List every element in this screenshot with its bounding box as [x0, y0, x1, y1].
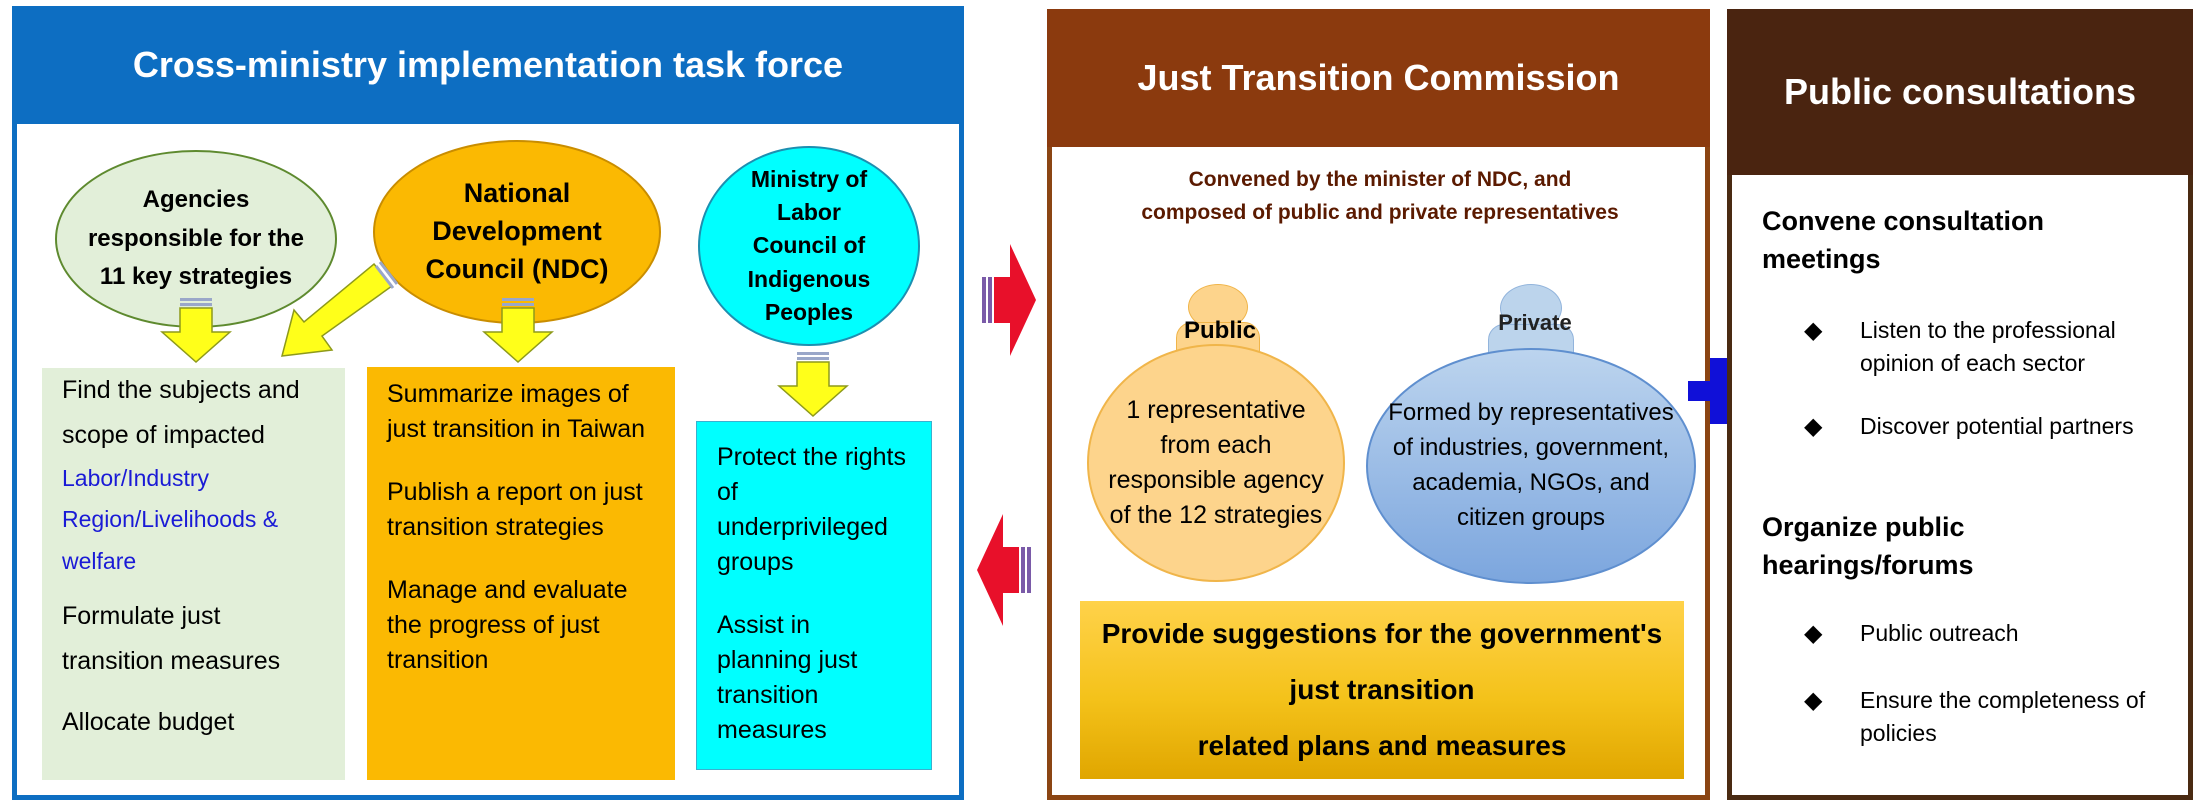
- diamond-bullet-icon: ◆: [1804, 620, 1823, 647]
- ndc-oval: National Development Council (NDC): [373, 140, 661, 324]
- suggest-line-1: Provide suggestions for the government's: [1101, 618, 1663, 649]
- mid-item-1: Summarize images of just transition in T…: [387, 380, 646, 443]
- right-item-1: Protect the rights of underprivileged gr…: [717, 443, 906, 576]
- mol-line-4: Indigenous: [747, 265, 871, 292]
- ndc-line-1: National: [463, 178, 571, 209]
- left-item-3: Allocate budget: [62, 708, 235, 737]
- mol-line-5: Peoples: [764, 299, 854, 326]
- mol-line-1: Ministry of: [750, 165, 868, 192]
- down-arrow-agencies: [160, 298, 232, 364]
- task-force-title: Cross-ministry implementation task force: [12, 6, 964, 124]
- private-label: Private: [1498, 310, 1572, 335]
- commission-subtitle-line-2: composed of public and private represent…: [1141, 200, 1619, 224]
- left-impact-region: Region/Livelihoods &: [62, 506, 279, 533]
- public-text: 1 representative from each responsible a…: [1108, 396, 1324, 529]
- convene-item-listen-text: Listen to the professional opinion of ea…: [1860, 317, 2116, 377]
- diamond-bullet-icon: ◆: [1804, 317, 1823, 344]
- public-representatives-oval: 1 representative from each responsible a…: [1087, 344, 1345, 582]
- ministry-labor-oval: Ministry of Labor Council of Indigenous …: [698, 146, 920, 346]
- organize-hearings-title: Organize public hearings/forums: [1762, 512, 1974, 580]
- plus-icon-vertical: [1710, 358, 1732, 424]
- ndc-tasks-box: Summarize images of just transition in T…: [367, 367, 675, 780]
- commission-subtitle-line-1: Convened by the minister of NDC, and: [1188, 168, 1572, 191]
- convene-item-partners-text: Discover potential partners: [1860, 413, 2134, 439]
- agencies-line-2: responsible for the: [87, 224, 305, 252]
- diagonal-arrow-ndc-to-left: [280, 261, 399, 357]
- down-arrow-ministry: [777, 352, 849, 418]
- organize-item-completeness-text: Ensure the completeness of policies: [1860, 687, 2146, 747]
- mol-line-3: Council of: [752, 232, 866, 259]
- suggest-line-2: just transition: [1289, 674, 1475, 705]
- diamond-bullet-icon: ◆: [1804, 687, 1823, 714]
- left-item-2b: transition measures: [62, 647, 281, 676]
- organize-item-outreach-text: Public outreach: [1860, 620, 2019, 646]
- ministry-tasks-box: Protect the rights of underprivileged gr…: [696, 421, 932, 770]
- consultations-title: Public consultations: [1727, 9, 2193, 175]
- organize-item-outreach: ◆ Public outreach: [1804, 617, 2164, 657]
- ndc-line-3: Council (NDC): [425, 253, 609, 284]
- left-impact-welfare: welfare: [62, 547, 137, 574]
- right-arrow-red: [982, 244, 1036, 356]
- private-representatives-oval: Formed by representatives of industries,…: [1366, 348, 1696, 584]
- mid-item-3: Manage and evaluate the progress of just…: [387, 576, 628, 674]
- left-impact-labor: Labor/Industry: [62, 465, 210, 491]
- commission-title: Just Transition Commission: [1047, 9, 1710, 147]
- commission-subtitle: Convened by the minister of NDC, and com…: [1060, 164, 1700, 234]
- agencies-line-3: 11 key strategies: [99, 263, 293, 291]
- suggestions-box: Provide suggestions for the government's…: [1080, 601, 1684, 779]
- left-item-2a: Formulate just: [62, 602, 221, 631]
- mid-item-2: Publish a report on just transition stra…: [387, 478, 643, 541]
- down-arrow-ndc: [482, 298, 554, 364]
- agencies-line-1: Agencies: [142, 186, 250, 214]
- left-item-1a: Find the subjects and: [62, 376, 300, 404]
- right-item-2: Assist in planning just transition measu…: [717, 611, 858, 744]
- convene-item-partners: ◆ Discover potential partners: [1804, 410, 2164, 450]
- ndc-line-2: Development: [432, 216, 602, 247]
- suggest-line-3: related plans and measures: [1197, 730, 1567, 761]
- convene-meetings-title: Convene consultation meetings: [1762, 206, 2045, 274]
- agencies-tasks-box: Find the subjects and scope of impacted …: [42, 368, 345, 780]
- left-item-1b: scope of impacted: [62, 421, 265, 449]
- organize-item-completeness: ◆ Ensure the completeness of policies: [1804, 684, 2184, 756]
- left-arrow-red: [977, 514, 1031, 626]
- private-text: Formed by representatives of industries,…: [1388, 399, 1674, 531]
- public-label: Public: [1183, 317, 1256, 344]
- diamond-bullet-icon: ◆: [1804, 413, 1823, 440]
- mol-line-2: Labor: [777, 198, 841, 225]
- convene-item-listen: ◆ Listen to the professional opinion of …: [1804, 314, 2164, 386]
